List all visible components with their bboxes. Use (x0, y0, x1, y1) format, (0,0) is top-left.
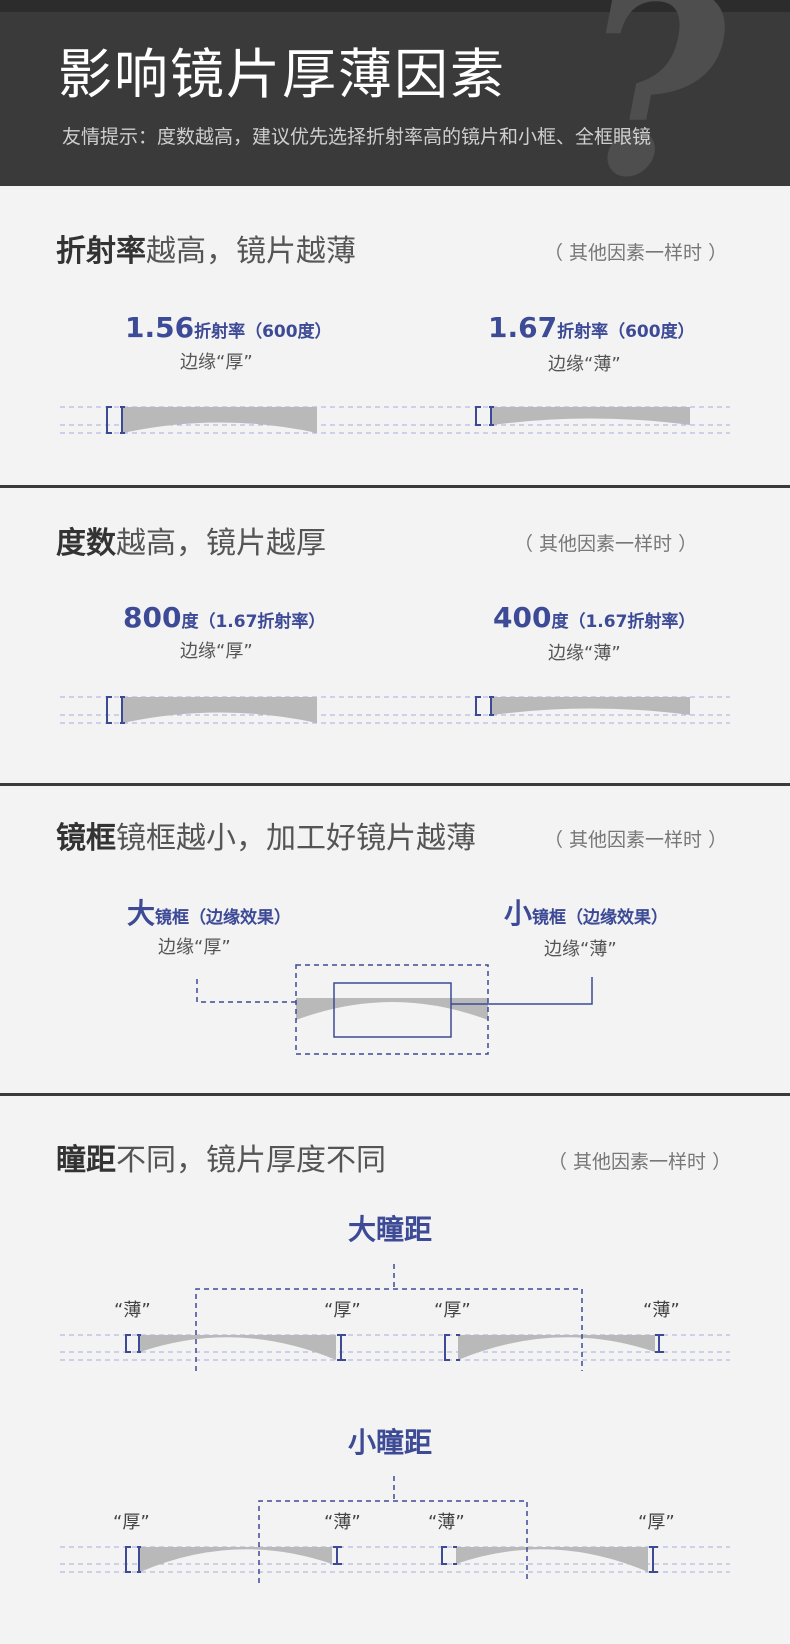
small-pd-label-4: “厚” (638, 1512, 675, 1533)
edge-label-left: 边缘“厚” (180, 641, 253, 662)
small-pd-frame (258, 1500, 528, 1583)
frame-label-small: 小镜框（边缘效果） (504, 897, 669, 930)
section-diopter: 度数越高，镜片越厚 （ 其他因素一样时 ） 800度（1.67折射率） 边缘“厚… (0, 488, 790, 786)
lens-shape-thin (492, 697, 690, 715)
section-refractive-index: 折射率越高，镜片越薄 （ 其他因素一样时 ） 1.56折射率（600度） 边缘“… (0, 186, 790, 488)
section-title: 镜框镜框越小，加工好镜片越薄 (56, 821, 476, 856)
lens-label-left: 800度（1.67折射率） (123, 601, 326, 634)
section-title: 瞳距不同，镜片厚度不同 (56, 1143, 386, 1178)
small-frame-outline (333, 982, 452, 1038)
section-note: （ 其他因素一样时 ） (544, 242, 728, 264)
section-divider (0, 783, 790, 786)
small-pd-lens-left (140, 1547, 332, 1572)
big-pd-label-1: “薄” (114, 1300, 151, 1321)
edge-bracket-left (106, 406, 125, 434)
edge-label-left: 边缘“厚” (180, 352, 253, 373)
leader-small (451, 977, 593, 1005)
big-pd-label-2: “厚” (324, 1300, 361, 1321)
lens-shape-thick (123, 697, 317, 723)
small-pd-label-3: “薄” (428, 1512, 465, 1533)
frame-diagram (196, 964, 593, 1055)
lens-diagram (60, 696, 730, 724)
big-pd-lens-right (458, 1335, 655, 1360)
leader-big (196, 979, 296, 1003)
small-pd-label-2: “薄” (324, 1512, 361, 1533)
question-mark-icon: ? (580, 0, 727, 186)
edge-label-right: 边缘“薄” (548, 354, 621, 375)
big-pd-label-3: “厚” (434, 1300, 471, 1321)
section-title: 度数越高，镜片越厚 (56, 526, 326, 561)
lens-label-left: 1.56折射率（600度） (125, 311, 332, 344)
edge-bracket-right (475, 696, 494, 716)
small-pd-label-1: “厚” (113, 1512, 150, 1533)
page-title: 影响镜片厚薄因素 (58, 43, 506, 106)
edge-label-right: 边缘“薄” (548, 643, 621, 664)
frame-label-big: 大镜框（边缘效果） (127, 897, 292, 930)
lens-diagram (60, 406, 730, 434)
lens-shape-frame (296, 998, 488, 1020)
section-divider (0, 1093, 790, 1096)
lens-label-right: 400度（1.67折射率） (493, 601, 696, 634)
edge-label-small: 边缘“薄” (544, 939, 617, 960)
edge-bracket-left (106, 696, 125, 724)
section-note: （ 其他因素一样时 ） (544, 829, 728, 851)
section-note: （ 其他因素一样时 ） (514, 533, 698, 555)
section-frame-size: 镜框镜框越小，加工好镜片越薄 （ 其他因素一样时 ） 大镜框（边缘效果） 边缘“… (0, 786, 790, 1096)
big-pd-label-4: “薄” (643, 1300, 680, 1321)
big-frame-outline (295, 964, 489, 1055)
lens-shape-thin (492, 407, 690, 425)
big-pd-title: 大瞳距 (348, 1213, 433, 1246)
edge-label-big: 边缘“厚” (158, 937, 231, 958)
pd-diagram (60, 1264, 730, 1583)
tip-text: 友情提示：度数越高，建议优先选择折射率高的镜片和小框、全框眼镜 (62, 126, 652, 148)
top-strip (0, 0, 790, 12)
small-pd-title: 小瞳距 (348, 1426, 433, 1459)
small-pd-lens-right (456, 1547, 648, 1572)
section-note: （ 其他因素一样时 ） (548, 1151, 732, 1173)
big-pd-lens-left (140, 1335, 336, 1360)
lens-label-right: 1.67折射率（600度） (488, 311, 695, 344)
lens-shape-thick (123, 407, 317, 433)
section-title: 折射率越高，镜片越薄 (56, 234, 356, 269)
section-divider (0, 485, 790, 488)
big-pd-frame (195, 1288, 583, 1371)
edge-bracket-right (475, 406, 494, 426)
section-pupillary-distance: 瞳距不同，镜片厚度不同 （ 其他因素一样时 ） 大瞳距 “薄” “厚” “厚” … (0, 1096, 790, 1644)
header-banner: ? 影响镜片厚薄因素 友情提示：度数越高，建议优先选择折射率高的镜片和小框、全框… (0, 0, 790, 186)
